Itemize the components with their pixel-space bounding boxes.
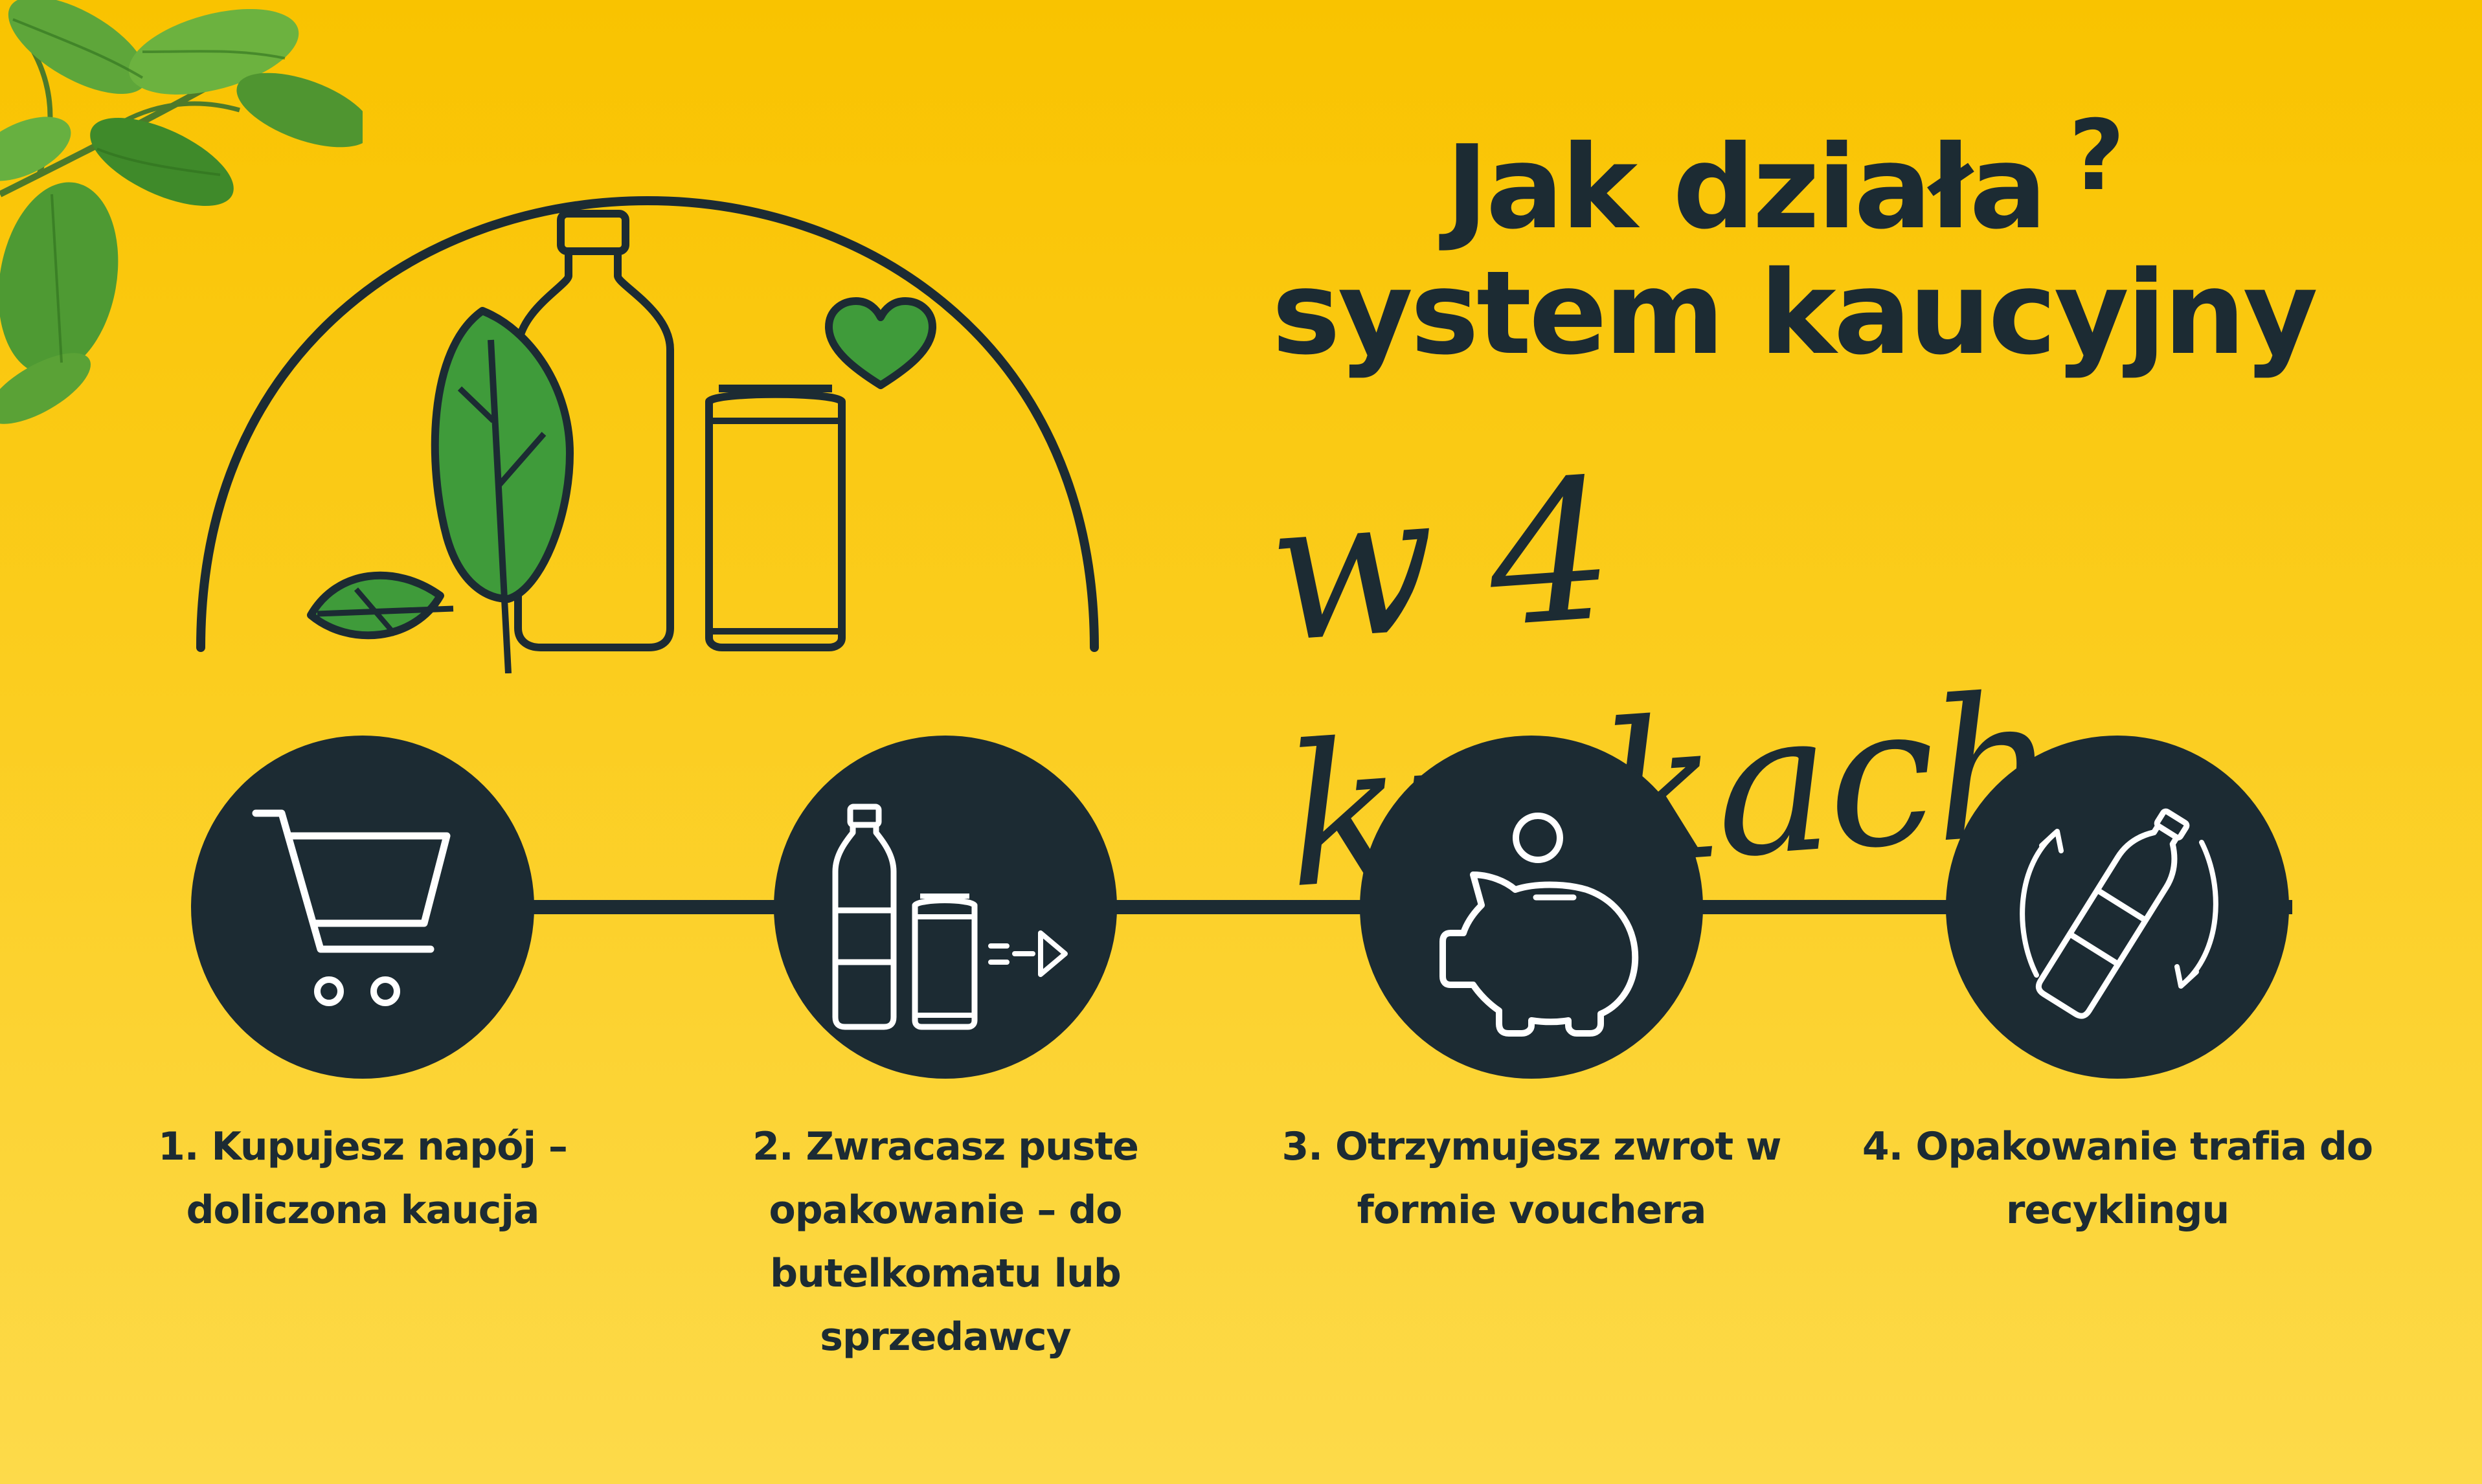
timeline-line	[194, 900, 2292, 914]
recycle-bottle-icon	[2020, 808, 2218, 1019]
big-leaf-icon	[431, 307, 574, 673]
heart-icon	[825, 297, 936, 389]
leaves-decoration-icon	[0, 0, 363, 424]
can-icon	[705, 385, 846, 651]
step-3-label: 3. Otrzymujesz zwrot w formie vouchera	[1281, 1124, 1782, 1233]
step-2-label: 2. Zwracasz puste opakowanie – do butelk…	[752, 1124, 1139, 1360]
bottle-icon	[514, 210, 674, 651]
title-line-2: system kaucyjny	[1272, 246, 2318, 380]
step-3-circle	[1360, 736, 1703, 1079]
step-2-circle	[774, 736, 1117, 1079]
step-4-circle	[1946, 736, 2289, 1079]
shopping-cart-icon	[252, 809, 451, 1006]
return-bottle-can-icon	[832, 804, 1068, 1030]
piggy-bank-icon	[1439, 813, 1639, 1037]
title-line-1-text: Jak działa	[1445, 120, 2047, 254]
small-leaf-icon	[307, 571, 454, 640]
step-1-label: 1. Kupujesz napój – doliczona kaucja	[158, 1124, 568, 1233]
step-1-circle	[191, 736, 534, 1079]
step-4-label: 4. Opakowanie trafia do recyklingu	[1862, 1124, 2373, 1233]
page-title: Jak działa ? system kaucyjny	[1179, 107, 2409, 395]
title-line-1: Jak działa ?	[1445, 107, 2125, 254]
question-mark: ?	[2068, 100, 2125, 212]
title-script: w 4 krokach	[1261, 436, 2060, 932]
hero-illustration	[196, 196, 1099, 673]
arch-line	[196, 196, 1099, 652]
